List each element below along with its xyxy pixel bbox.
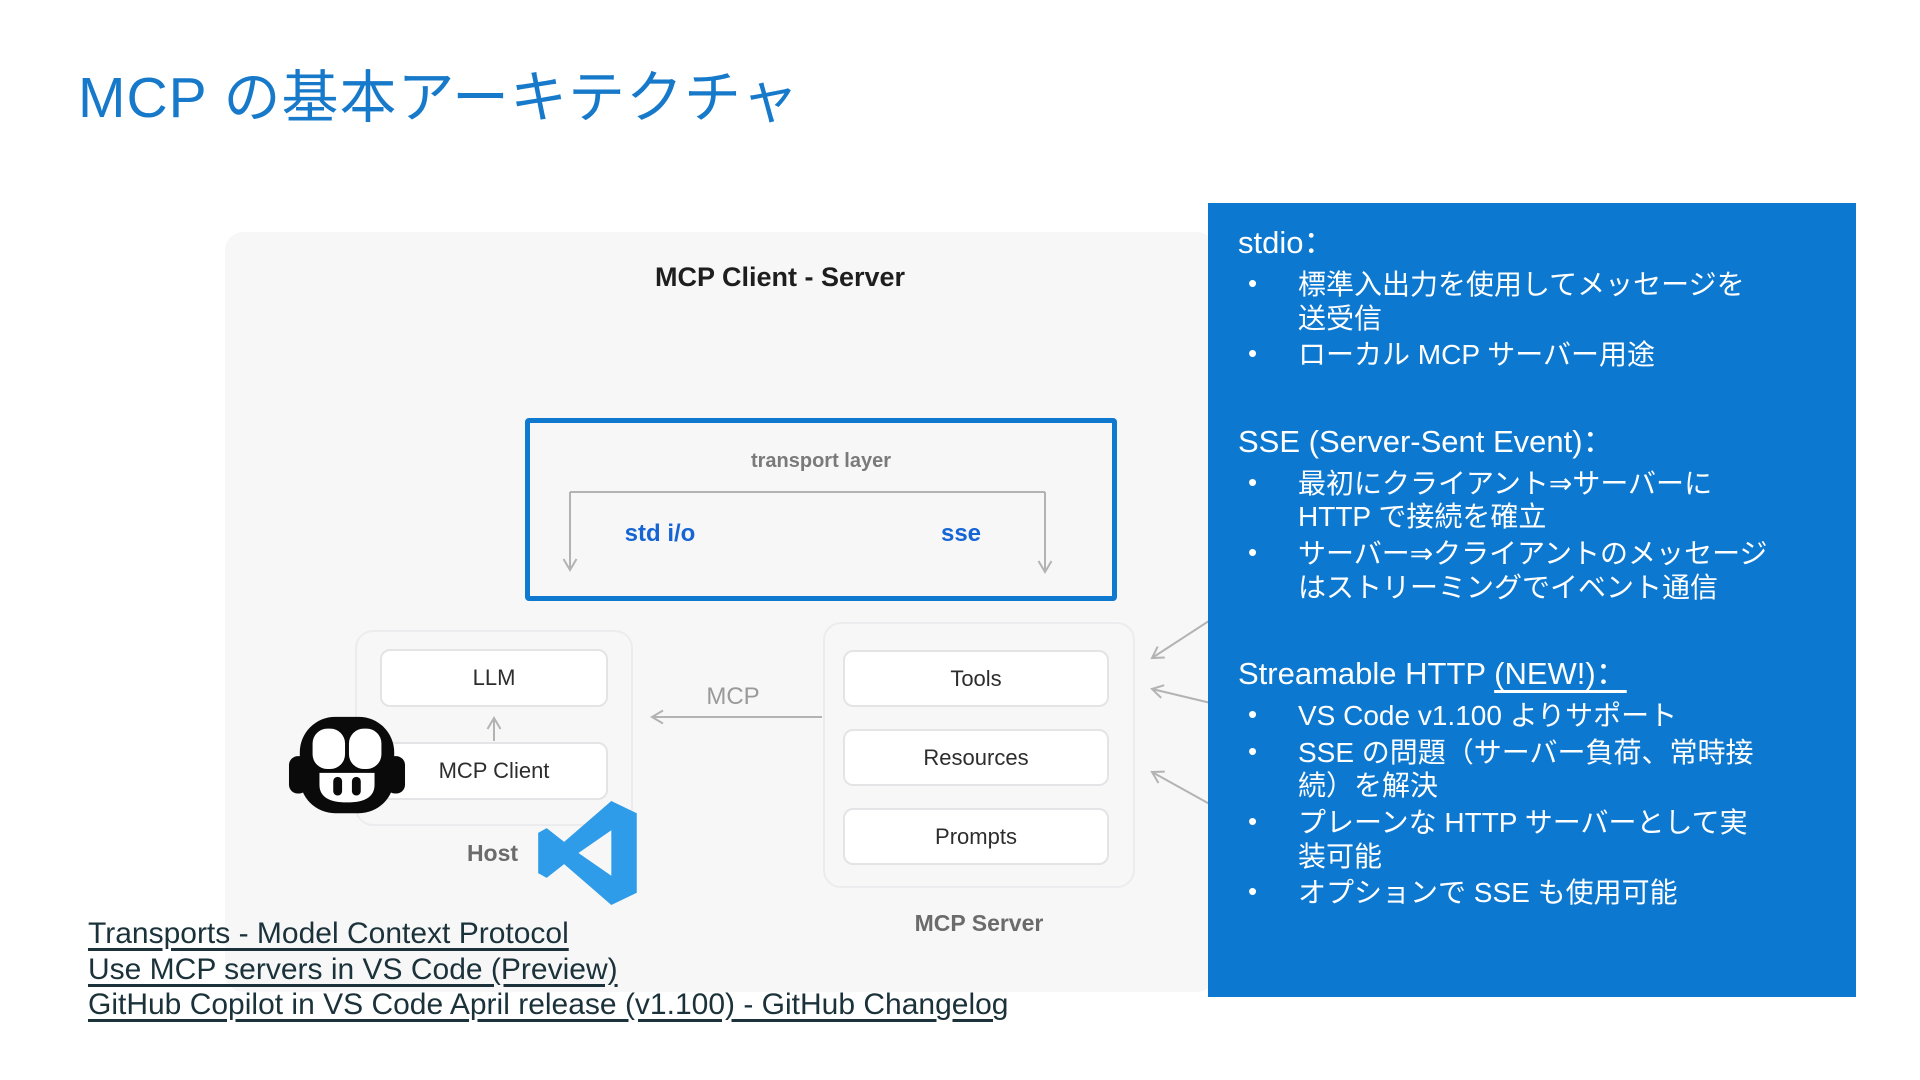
notes-bullets-sse: 最初にクライアント⇒サーバーに HTTP で接続を確立 サーバー⇒クライアントの… xyxy=(1238,467,1826,604)
mcp-client-box: MCP Client xyxy=(380,742,608,800)
notes-heading-stdio: stdio： xyxy=(1238,217,1826,262)
link-mcp-servers-vscode[interactable]: Use MCP servers in VS Code (Preview) xyxy=(88,952,618,986)
prompts-box: Prompts xyxy=(843,808,1109,865)
notes-heading-text: SSE (Server-Sent Event)： xyxy=(1238,423,1614,459)
link-transports-mcp[interactable]: Transports - Model Context Protocol xyxy=(88,917,569,950)
note-bullet: 標準入出力を使用してメッセージを送受信 xyxy=(1238,268,1768,335)
mcp-arrow-label: MCP xyxy=(706,683,760,710)
mcp-server-caption: MCP Server xyxy=(914,910,1044,936)
notes-section-streamable-http: Streamable HTTP (NEW!)： VS Code v1.100 よ… xyxy=(1238,648,1826,910)
notes-heading-new: (NEW!)： xyxy=(1494,656,1627,692)
diagram-heading: MCP Client - Server xyxy=(654,262,906,292)
notes-heading-streamable-http: Streamable HTTP (NEW!)： xyxy=(1238,648,1826,693)
link-github-copilot-changelog[interactable]: GitHub Copilot in VS Code April release … xyxy=(88,988,1009,1021)
note-bullet: SSE の問題（サーバー負荷、常時接続）を解決 xyxy=(1238,736,1768,803)
tools-box: Tools xyxy=(843,650,1109,707)
reference-links: Transports - Model Context Protocol Use … xyxy=(88,916,1008,1023)
notes-heading-sse: SSE (Server-Sent Event)： xyxy=(1238,416,1826,461)
resources-box: Resources xyxy=(843,729,1109,786)
notes-bullets-stdio: 標準入出力を使用してメッセージを送受信 ローカル MCP サーバー用途 xyxy=(1238,268,1826,372)
page-title: MCP の基本アーキテクチャ xyxy=(78,66,800,130)
mcp-server-group-box xyxy=(823,622,1135,888)
diagram-background-panel xyxy=(225,232,1215,992)
notes-section-stdio: stdio： 標準入出力を使用してメッセージを送受信 ローカル MCP サーバー… xyxy=(1238,217,1826,372)
transport-layer-box xyxy=(525,418,1117,601)
notes-panel: stdio： 標準入出力を使用してメッセージを送受信 ローカル MCP サーバー… xyxy=(1208,203,1856,997)
notes-heading-text: stdio： xyxy=(1238,225,1335,260)
note-bullet: プレーンな HTTP サーバーとして実装可能 xyxy=(1238,806,1768,873)
sse-channel-label: sse xyxy=(940,520,982,547)
note-bullet: サーバー⇒クライアントのメッセージはストリーミングでイベント通信 xyxy=(1238,537,1768,604)
github-copilot-mascot-icon xyxy=(288,716,406,814)
notes-section-sse: SSE (Server-Sent Event)： 最初にクライアント⇒サーバーに… xyxy=(1238,416,1826,604)
note-bullet: 最初にクライアント⇒サーバーに HTTP で接続を確立 xyxy=(1238,467,1768,534)
notes-heading-text: Streamable HTTP xyxy=(1238,656,1495,692)
llm-box: LLM xyxy=(380,649,608,707)
note-bullet: ローカル MCP サーバー用途 xyxy=(1238,338,1768,372)
notes-bullets-streamable-http: VS Code v1.100 よりサポート SSE の問題（サーバー負荷、常時接… xyxy=(1238,699,1826,910)
transport-layer-label: transport layer xyxy=(750,450,892,472)
host-caption: Host xyxy=(466,840,519,866)
note-bullet: VS Code v1.100 よりサポート xyxy=(1238,699,1768,733)
stdio-channel-label: std i/o xyxy=(624,520,696,547)
vscode-logo-icon xyxy=(538,801,637,905)
note-bullet: オプションで SSE も使用可能 xyxy=(1238,876,1768,910)
